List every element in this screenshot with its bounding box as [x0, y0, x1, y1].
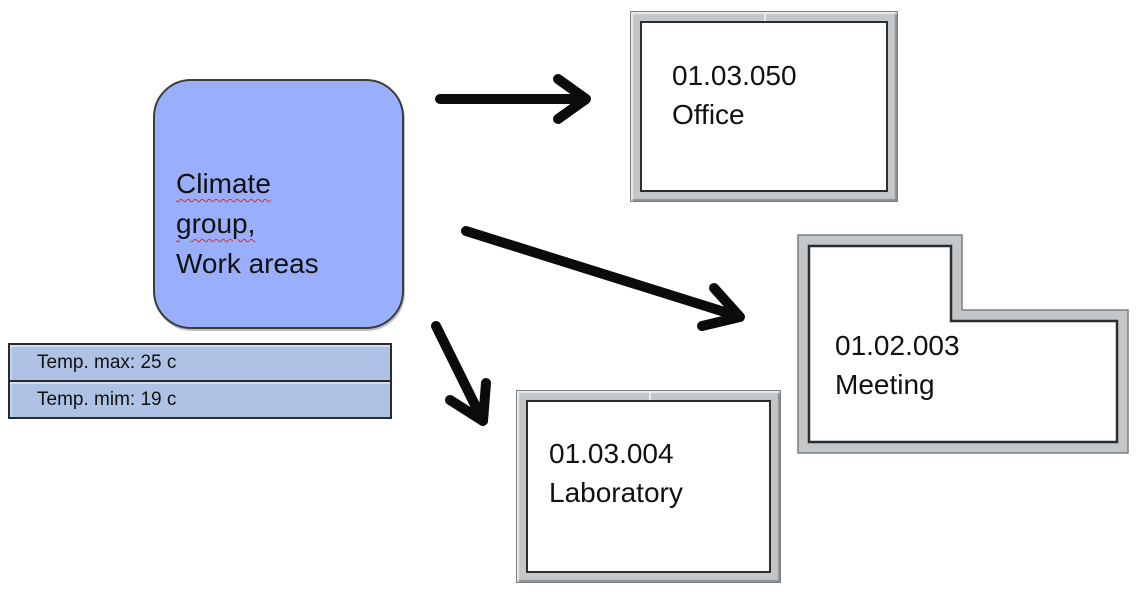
room-laboratory-id: 01.03.004	[549, 438, 674, 469]
arrow-to-meeting	[461, 226, 745, 331]
room-meeting-inner-wall	[807, 244, 1119, 444]
climate-group-node: Climate group, Work areas	[153, 79, 404, 329]
arrow-to-meeting-shaft	[461, 226, 736, 319]
node-text-line3: Work areas	[176, 248, 319, 279]
arrow-to-office-head	[553, 74, 591, 124]
temp-max-label: Temp. max: 25 c	[37, 352, 177, 373]
room-laboratory-label: 01.03.004 Laboratory	[549, 434, 683, 512]
room-meeting-label: 01.02.003 Meeting	[835, 326, 960, 404]
room-laboratory: 01.03.004 Laboratory	[516, 390, 781, 583]
frame-notch	[648, 392, 651, 401]
room-meeting-shape	[797, 234, 1129, 454]
arrow-to-meeting-head	[697, 283, 745, 331]
temp-max-row: Temp. max: 25 c	[10, 345, 390, 380]
arrow-to-laboratory-shaft	[431, 321, 482, 414]
arrow-to-laboratory-head	[445, 378, 491, 426]
room-meeting-id: 01.02.003	[835, 330, 960, 361]
temp-min-label: Temp. mim: 19 c	[37, 389, 177, 410]
room-office-interior: 01.03.050 Office	[640, 21, 888, 192]
room-laboratory-name: Laboratory	[549, 477, 683, 508]
temp-min-row: Temp. mim: 19 c	[10, 380, 390, 417]
room-office-id: 01.03.050	[672, 60, 797, 91]
climate-group-node-text: Climate group, Work areas	[176, 164, 319, 284]
node-text-line2: group,	[176, 208, 256, 239]
arrow-to-office	[435, 74, 591, 124]
node-text-line1: Climate	[176, 168, 271, 199]
room-laboratory-interior: 01.03.004 Laboratory	[526, 400, 771, 573]
frame-notch	[764, 13, 766, 22]
room-office: 01.03.050 Office	[630, 11, 898, 202]
room-office-name: Office	[672, 99, 745, 130]
room-meeting-name: Meeting	[835, 369, 935, 400]
temperature-table: Temp. max: 25 c Temp. mim: 19 c	[8, 343, 392, 419]
arrow-to-laboratory	[431, 321, 491, 426]
room-office-label: 01.03.050 Office	[672, 56, 797, 134]
